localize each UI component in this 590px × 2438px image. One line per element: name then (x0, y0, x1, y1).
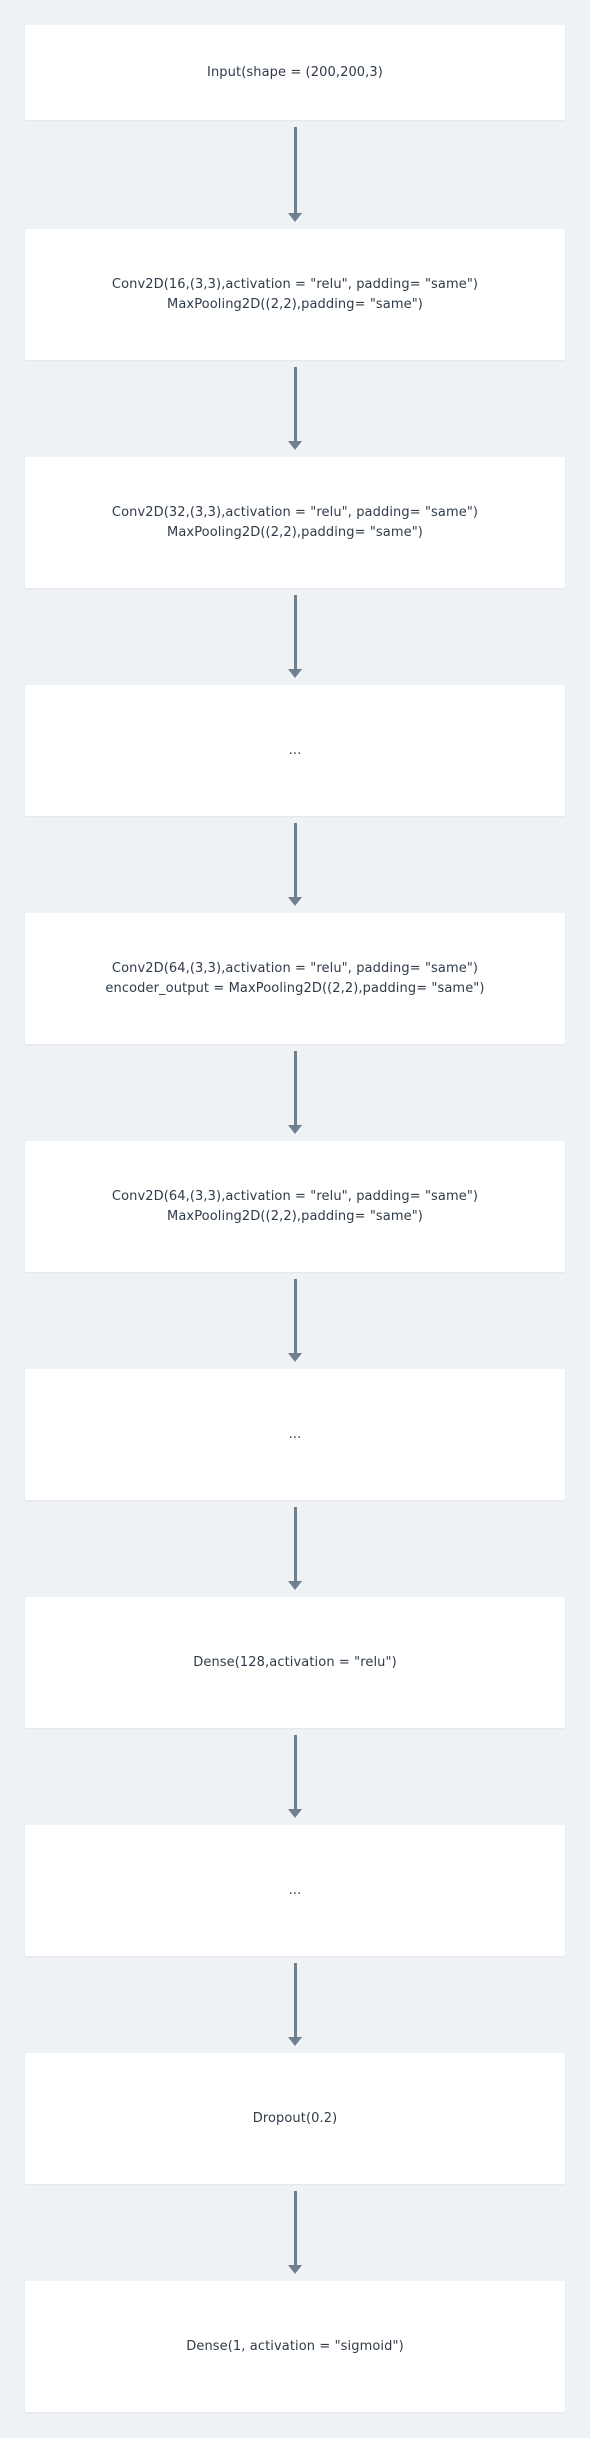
arrow-ellipsis-1-to-conv-64-encoder (288, 823, 302, 906)
arrow-head-icon (288, 669, 302, 678)
node-conv-64-encoder: Conv2D(64,(3,3),activation = "relu", pad… (25, 913, 565, 1044)
arrow-head-icon (288, 213, 302, 222)
arrow-dropout-to-dense-1 (288, 2191, 302, 2274)
arrow-shaft (294, 1963, 297, 2038)
arrow-head-icon (288, 1353, 302, 1362)
arrow-head-icon (288, 441, 302, 450)
node-label: Conv2D(32,(3,3),activation = "relu", pad… (111, 504, 479, 520)
arrow-dense-128-to-ellipsis-3 (288, 1735, 302, 1818)
arrow-conv-64-to-ellipsis-2 (288, 1279, 302, 1362)
node-ellipsis-2: ... (25, 1369, 565, 1500)
node-label: encoder_output = MaxPooling2D((2,2),padd… (105, 980, 485, 996)
arrow-shaft (294, 1279, 297, 1354)
node-label: MaxPooling2D((2,2),padding= "same") (167, 296, 423, 312)
node-input: Input(shape = (200,200,3) (25, 25, 565, 120)
arrow-conv-64-encoder-to-conv-64 (288, 1051, 302, 1134)
arrow-conv-32-to-ellipsis-1 (288, 595, 302, 678)
node-dropout: Dropout(0.2) (25, 2053, 565, 2184)
node-label: Conv2D(16,(3,3),activation = "relu", pad… (111, 276, 479, 292)
arrow-head-icon (288, 897, 302, 906)
arrow-shaft (294, 367, 297, 442)
arrow-ellipsis-2-to-dense-128 (288, 1507, 302, 1590)
node-label: ... (288, 1882, 302, 1898)
node-label: Conv2D(64,(3,3),activation = "relu", pad… (111, 1188, 479, 1204)
node-label: Dense(1, activation = "sigmoid") (186, 2338, 404, 2354)
node-dense-128: Dense(128,activation = "relu") (25, 1597, 565, 1728)
node-conv-16: Conv2D(16,(3,3),activation = "relu", pad… (25, 229, 565, 360)
arrow-shaft (294, 595, 297, 670)
node-label: ... (288, 1426, 302, 1442)
arrow-conv-16-to-conv-32 (288, 367, 302, 450)
arrow-shaft (294, 1051, 297, 1126)
arrow-shaft (294, 823, 297, 898)
arrow-head-icon (288, 1125, 302, 1134)
node-conv-32: Conv2D(32,(3,3),activation = "relu", pad… (25, 457, 565, 588)
arrow-shaft (294, 1735, 297, 1810)
arrow-shaft (294, 2191, 297, 2266)
arrow-shaft (294, 127, 297, 214)
node-label: Dropout(0.2) (252, 2110, 338, 2126)
arrow-input-to-conv-16 (288, 127, 302, 222)
arrow-head-icon (288, 2265, 302, 2274)
node-label: ... (288, 742, 302, 758)
node-ellipsis-1: ... (25, 685, 565, 816)
node-label: Dense(128,activation = "relu") (193, 1654, 397, 1670)
node-label: MaxPooling2D((2,2),padding= "same") (167, 524, 423, 540)
node-dense-1: Dense(1, activation = "sigmoid") (25, 2281, 565, 2412)
arrow-shaft (294, 1507, 297, 1582)
arrow-head-icon (288, 1581, 302, 1590)
node-conv-64: Conv2D(64,(3,3),activation = "relu", pad… (25, 1141, 565, 1272)
node-ellipsis-3: ... (25, 1825, 565, 1956)
arrow-ellipsis-3-to-dropout (288, 1963, 302, 2046)
arrow-head-icon (288, 2037, 302, 2046)
node-label: Input(shape = (200,200,3) (207, 64, 383, 80)
node-label: Conv2D(64,(3,3),activation = "relu", pad… (111, 960, 479, 976)
node-label: MaxPooling2D((2,2),padding= "same") (167, 1208, 423, 1224)
arrow-head-icon (288, 1809, 302, 1818)
